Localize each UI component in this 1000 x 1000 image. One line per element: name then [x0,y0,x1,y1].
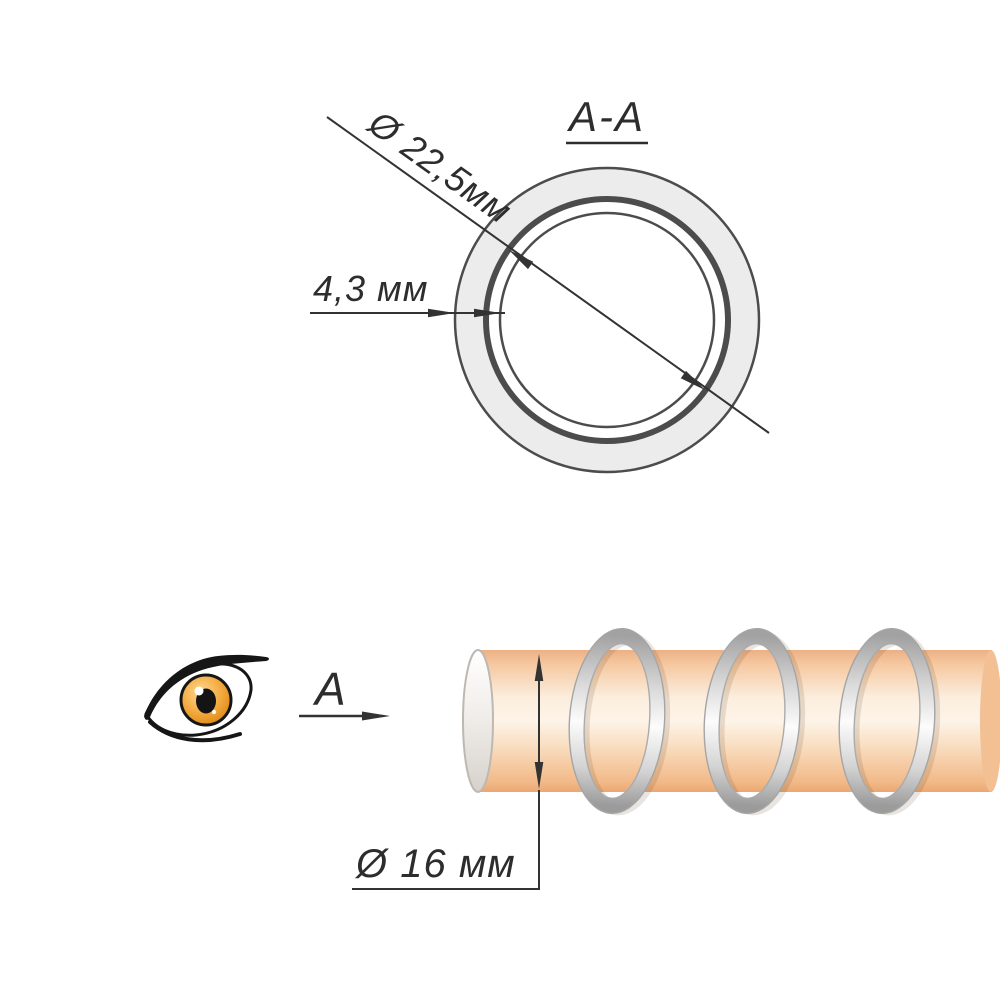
spring-loop-2 [703,627,806,816]
arrowhead-lower-right [680,370,706,391]
arrowhead-upper-left [508,249,534,270]
spring-loop-3 [838,627,941,816]
arrowhead-tube-top [534,654,544,681]
eye-highlight-small [211,709,217,715]
ring-inner-circle [483,196,731,444]
loop-outer-edge [703,627,801,815]
loop-inner-edge [718,642,786,800]
section-view: A-A Ø 22,5мм 4,3 мм [310,93,770,474]
tube-diameter-dimension: Ø 16 мм [352,654,544,890]
leader-line [352,790,540,890]
ring-bore-circle [498,211,716,429]
tube-diameter-label: Ø 16 мм [354,842,516,886]
section-title: A-A [566,93,645,140]
spring-loop-1 [568,627,671,816]
loop-outer-edge [568,627,666,815]
view-arrowhead [362,711,390,721]
loop-ring [569,628,665,814]
outer-diameter-label: Ø 22,5мм [361,102,520,232]
side-view: A [144,627,1000,890]
eye-highlight [194,686,204,696]
loop-outer-edge [838,627,936,815]
eye-upper-lid [144,654,269,720]
wall-thickness-label: 4,3 мм [313,268,428,309]
tube-end-face [462,649,494,793]
wall-thickness-dimension: 4,3 мм [310,268,505,318]
arrowhead-outer-wall [428,308,455,318]
loop-ring [704,628,800,814]
arrowhead-tube-bottom [534,762,544,789]
view-direction-label: A [312,663,346,715]
tube [462,649,1000,793]
tube-body [478,650,992,792]
eye-lower-lid [148,720,242,743]
loop-inner-edge [583,642,651,800]
eye-icon [144,654,269,743]
tube-right-end [980,650,1000,792]
arrowhead-inner-wall [474,308,501,318]
loop-ring [839,628,935,814]
spring-coil [568,627,941,816]
loop-inner-edge [853,642,921,800]
view-direction-arrow: A [299,663,390,721]
